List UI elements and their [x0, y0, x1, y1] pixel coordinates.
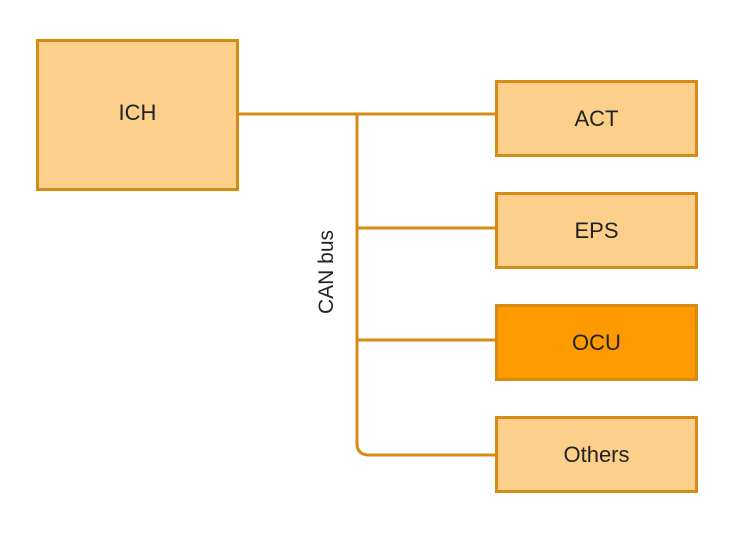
bus-label: CAN bus — [315, 229, 338, 315]
node-ich-label: ICH — [118, 100, 157, 125]
node-others: Others — [495, 416, 698, 493]
node-ocu: OCU — [495, 304, 698, 381]
node-act-label: ACT — [574, 105, 619, 131]
node-others-label: Others — [563, 441, 630, 467]
node-eps: EPS — [495, 192, 698, 269]
bus-trunk — [355, 114, 495, 457]
node-ocu-label: OCU — [572, 329, 621, 355]
node-ich: ICH — [36, 39, 239, 191]
node-eps-label: EPS — [574, 217, 619, 243]
node-act: ACT — [495, 80, 698, 157]
